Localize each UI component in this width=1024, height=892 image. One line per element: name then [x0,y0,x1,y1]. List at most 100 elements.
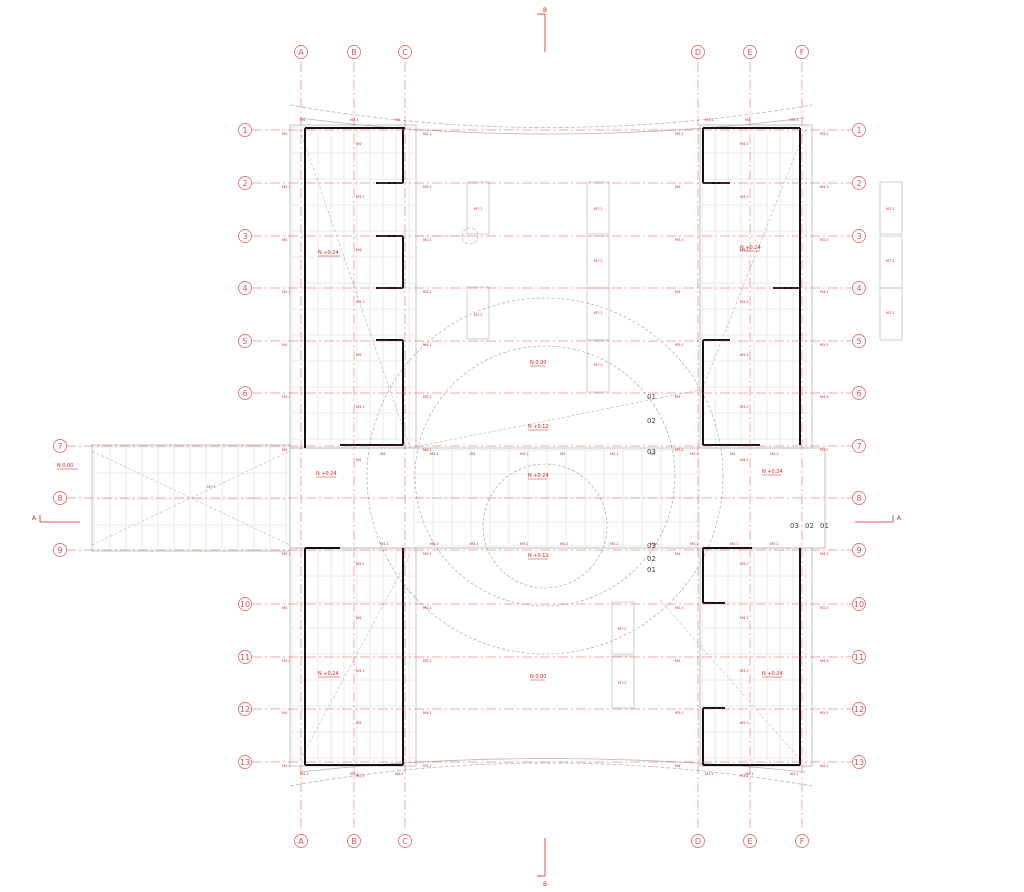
panel-tag: M7.2 [594,207,603,211]
level-wing-ne: N +0.24 [740,245,761,251]
ring-label-top-2: 02 [647,417,656,425]
level-wing-se: N +0.24 [762,671,783,677]
panel-tag: M7.2 [886,311,895,315]
element-tag: M4.1 [380,542,389,546]
grid-column-label: F [800,837,805,846]
element-tag: M4 [282,711,288,715]
element-tag: M3.1 [520,452,529,456]
grid-bubble-bottom [691,834,705,848]
element-tag: M4.1 [820,185,829,189]
grid-bubble-top [294,45,308,59]
element-tag: M3.2 [423,290,432,294]
grid-bubble-left [238,755,252,769]
element-tag: M3.2 [820,606,829,610]
grid-row-label: 11 [240,653,250,662]
element-tag: M4 [282,132,288,136]
level-gallery-west: N +0.24 [316,471,337,477]
element-tag: M3.1 [675,132,684,136]
grid-column-label: B [351,837,357,846]
element-tag: M4.1 [745,772,754,776]
element-tag: M4 [282,238,288,242]
element-tag: M3.1 [705,118,714,122]
grid-bubble-left [238,386,252,400]
element-tag: M4 [470,452,476,456]
element-tag: M4.1 [423,606,432,610]
grid-bubble-left [238,597,252,611]
ring-label-bottom-3: 01 [647,566,656,574]
grid-column-label: E [747,48,752,57]
element-tag: M3.2 [740,300,749,304]
courtyard-outer-circle [366,297,724,655]
grid-column-label: E [747,837,752,846]
element-tag: M4.1 [740,353,749,357]
element-tag: M3.1 [282,659,291,663]
element-tag: M3.1 [790,118,799,122]
element-tag: M3.1 [675,711,684,715]
brace-bridge-2 [91,450,291,546]
north-roof-curve-inner [299,117,806,135]
element-tag: M4.1 [560,542,569,546]
grid-bubble-right [852,281,866,295]
element-tag: M3.1 [282,185,291,189]
element-tag: M4.1 [423,238,432,242]
grid-bubble-top [398,45,412,59]
element-tag: M4 [675,659,681,663]
grid-column-label: F [800,48,805,57]
panel-tag: M7.2 [618,627,627,631]
element-tag: M3.2 [423,764,432,768]
element-tag: M4.1 [423,448,432,452]
element-tag: M3.2 [740,562,749,566]
grid-bubble-left [53,439,67,453]
element-tag: M3.1 [356,669,365,673]
element-tag: M4 [675,185,681,189]
grid-bubble-left [238,281,252,295]
element-tag: M3.1 [356,300,365,304]
brace-ne [699,129,806,396]
element-tag: M3.1 [356,562,365,566]
element-tag: M3.2 [423,552,432,556]
grid-bubble-right [852,176,866,190]
brace-gallery [409,389,701,449]
grid-row-label: 2 [856,179,861,188]
grid-bubble-bottom [398,834,412,848]
element-tag: M4 [356,248,362,252]
element-tag: M4.1 [730,542,739,546]
element-tag: M4 [675,290,681,294]
brace-nw-1 [299,129,411,449]
section-marks [39,13,894,877]
element-tag: M4 [282,606,288,610]
panel-tag: M7.2 [474,207,483,211]
element-tag: M3.2 [740,195,749,199]
grid-bubble-right [852,439,866,453]
panel-n6 [586,339,610,393]
bridge-tag: M7.2 [207,485,216,489]
grid-row-label: 3 [242,232,247,241]
grid-row-label: 8 [57,494,62,503]
element-tag: M3.2 [820,238,829,242]
element-tag: M4 [356,353,362,357]
element-tag: M4.1 [820,552,829,556]
grid-row-label: 3 [856,232,861,241]
element-tag: M4 [356,142,362,146]
panel-n3 [586,181,610,235]
element-tag: M3.2 [610,542,619,546]
element-tag: M4 [675,395,681,399]
panel-n1 [466,181,490,235]
panel-tag: M7.2 [886,207,895,211]
level-wing-sw: N +0.24 [318,671,339,677]
panel-tag: M7.2 [594,311,603,315]
grid-column-label: D [695,48,701,57]
element-tag: M4.1 [423,711,432,715]
grid-bubble-left [238,702,252,716]
grid-row-label: 11 [854,653,864,662]
element-tag: M4 [356,616,362,620]
courtyard-middle-circle [414,345,676,607]
element-tag: M3.1 [356,195,365,199]
grid-bubble-bottom [294,834,308,848]
courtyard-inner-circle [482,463,608,589]
grid-row-label: 8 [856,494,861,503]
element-tag: M3.2 [690,542,699,546]
element-tag: M3.1 [675,448,684,452]
element-tag: M3.2 [770,542,779,546]
element-tag: M3.2 [520,542,529,546]
